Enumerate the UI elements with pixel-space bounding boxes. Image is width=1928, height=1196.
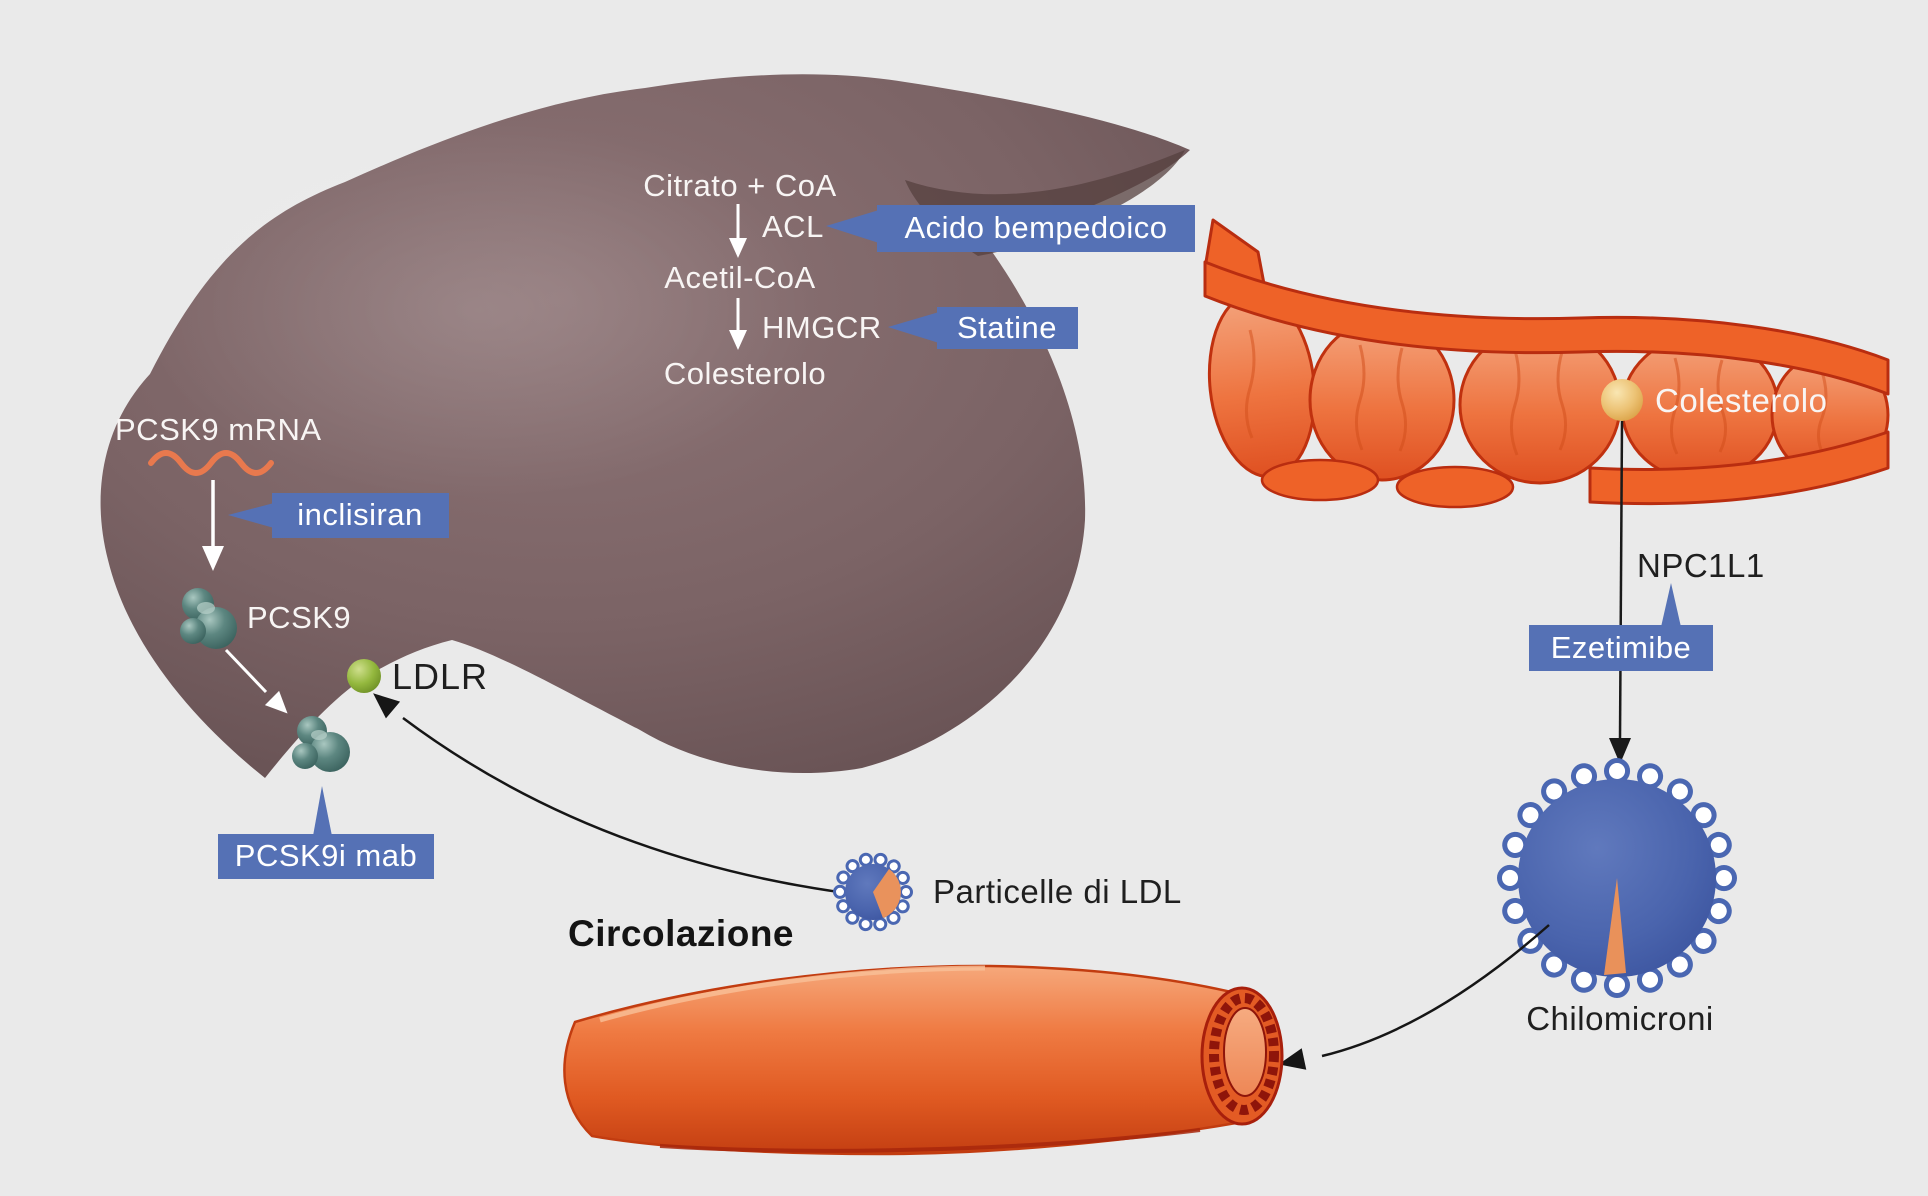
callout-pointer bbox=[826, 210, 879, 243]
drug-label-ezetimibe: Ezetimibe bbox=[1529, 583, 1713, 671]
pathway-arrow-1 bbox=[729, 204, 747, 258]
npc1l1-transport-arrow bbox=[1609, 420, 1631, 764]
callout-pointer bbox=[228, 503, 274, 528]
pcsk9-secretion-arrow bbox=[224, 648, 288, 714]
intestine-cholesterol-label: Colesterolo bbox=[1655, 382, 1827, 419]
drug-label-pcsk9i-mab: PCSK9i mab bbox=[218, 786, 434, 879]
blood-vessel-illustration bbox=[563, 964, 1284, 1156]
ldlr-label: LDLR bbox=[392, 656, 488, 697]
drug-label-statine: Statine bbox=[888, 307, 1078, 349]
cholesterol-ball bbox=[1601, 379, 1643, 421]
pcsk9-mrna-group: PCSK9 mRNA bbox=[115, 412, 322, 571]
chylomicron-label: Chilomicroni bbox=[1526, 1000, 1714, 1037]
npc1l1-label: NPC1L1 bbox=[1637, 547, 1765, 584]
cholesterol-synthesis-pathway: Citrato + CoA ACL Acetil-CoA HMGCR Coles… bbox=[643, 168, 881, 391]
drug-label-text: inclisiran bbox=[297, 497, 423, 532]
drug-label-text: PCSK9i mab bbox=[235, 838, 417, 873]
enzyme-acl-label: ACL bbox=[762, 209, 824, 244]
ldl-uptake-arrow bbox=[373, 693, 847, 895]
callout-box bbox=[1529, 625, 1713, 671]
callout-box bbox=[272, 493, 449, 538]
drug-label-inclisiran: inclisiran bbox=[228, 493, 449, 538]
callout-pointer bbox=[313, 786, 332, 836]
liver-sheen bbox=[140, 120, 820, 500]
mrna-wave-icon bbox=[148, 450, 274, 476]
chylomicron-particle bbox=[1497, 758, 1737, 998]
drug-label-text: Ezetimibe bbox=[1551, 630, 1692, 665]
enzyme-hmgcr-label: HMGCR bbox=[762, 310, 882, 345]
pcsk9-secreted-protein bbox=[292, 716, 350, 772]
mrna-to-pcsk9-arrow bbox=[202, 480, 224, 571]
drug-label-text: Acido bempedoico bbox=[904, 210, 1167, 245]
ldl-particle bbox=[833, 852, 913, 932]
pcsk9-label: PCSK9 bbox=[247, 600, 351, 635]
pathway-substrate-label: Citrato + CoA bbox=[643, 168, 836, 203]
ldl-particle-label: Particelle di LDL bbox=[933, 873, 1182, 910]
callout-pointer bbox=[1661, 583, 1681, 627]
pathway-arrow-2 bbox=[729, 298, 747, 350]
ldlr-receptor bbox=[347, 659, 381, 693]
callout-box bbox=[937, 307, 1078, 349]
pathway-product-label: Colesterolo bbox=[664, 356, 826, 391]
drug-label-acido-bempedoico: Acido bempedoico bbox=[826, 205, 1195, 252]
drug-label-text: Statine bbox=[957, 310, 1057, 345]
chylomicron-to-vessel-arrow bbox=[1278, 924, 1550, 1070]
circulation-title: Circolazione bbox=[568, 913, 794, 954]
callout-pointer bbox=[888, 312, 939, 343]
pathway-intermediate-label: Acetil-CoA bbox=[664, 260, 815, 295]
intestine-illustration bbox=[1203, 218, 1890, 509]
pcsk9-mrna-label: PCSK9 mRNA bbox=[115, 412, 322, 447]
pcsk9-protein bbox=[180, 588, 237, 649]
callout-box bbox=[877, 205, 1195, 252]
callout-box bbox=[218, 834, 434, 879]
